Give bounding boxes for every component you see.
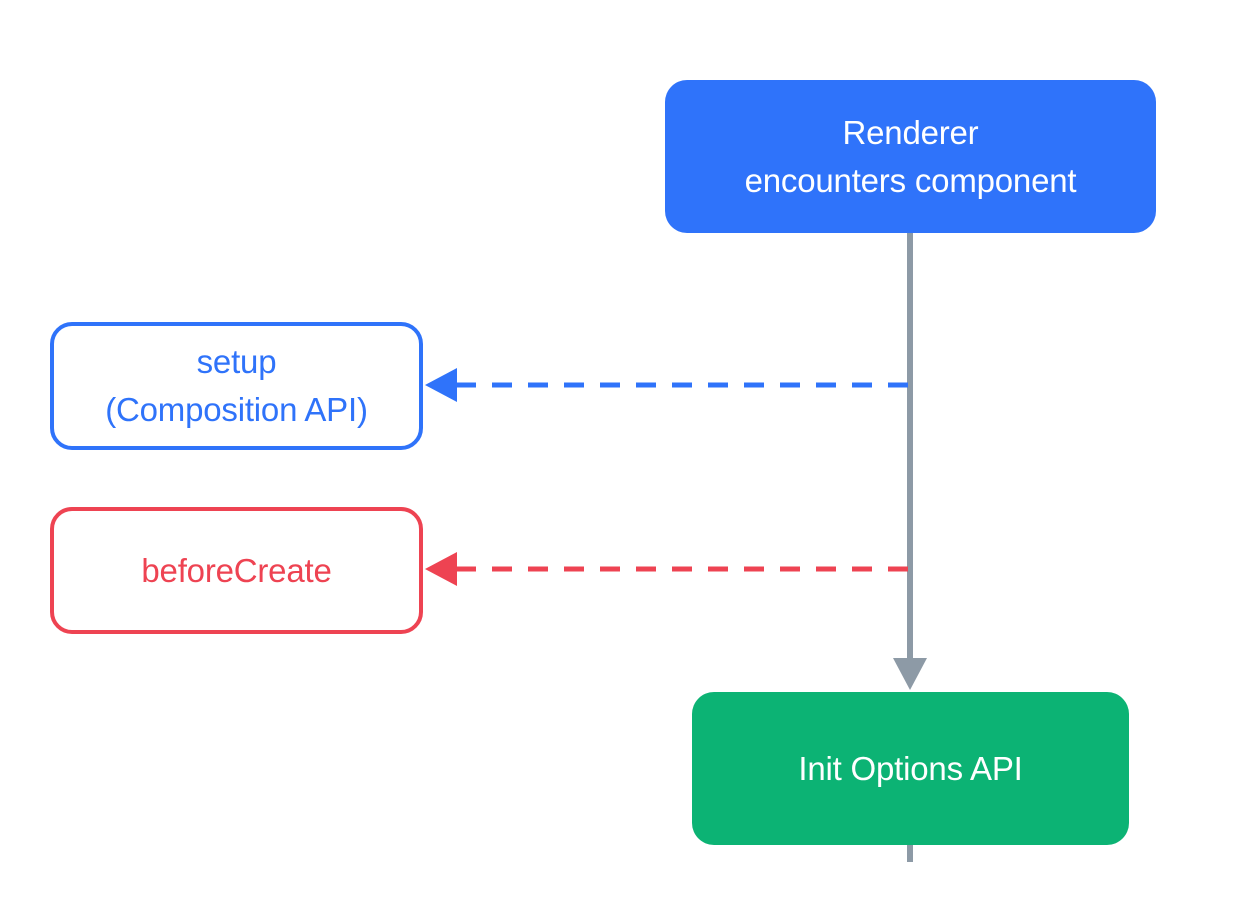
- before-create-node: beforeCreate: [50, 507, 423, 634]
- before-create-arrowhead: [425, 552, 457, 586]
- timeline-arrowhead: [893, 658, 927, 690]
- init-options-node-label: Init Options API: [798, 749, 1023, 787]
- renderer-node: Renderer encounters component: [665, 80, 1156, 233]
- init-options-node: Init Options API: [692, 692, 1129, 845]
- setup-arrowhead: [425, 368, 457, 402]
- setup-node-line-1: setup: [196, 343, 277, 381]
- setup-node: setup (Composition API): [50, 322, 423, 450]
- before-create-node-label: beforeCreate: [141, 551, 332, 589]
- setup-node-line-2: (Composition API): [105, 391, 368, 428]
- renderer-node-line-1: Renderer: [842, 113, 979, 151]
- renderer-node-line-2: encounters component: [744, 161, 1077, 199]
